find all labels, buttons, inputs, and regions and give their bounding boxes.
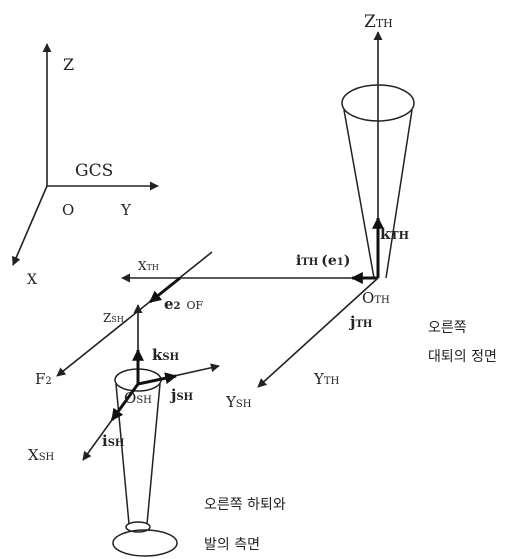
gcs-z-label: Z <box>63 55 74 74</box>
shank-x-label: XSH <box>28 446 55 464</box>
thigh-caption-line-2: 대퇴의 정면 <box>428 349 497 365</box>
gcs-x-axis <box>12 185 48 266</box>
thigh-y-label: YTH <box>313 370 340 388</box>
floating-axis-e2-vector <box>149 276 181 304</box>
shank-origin-label: OSH <box>124 389 152 407</box>
gcs-x-label: X <box>27 272 37 288</box>
gcs-y-label: Y <box>120 201 132 219</box>
shank-i-label: iSH <box>102 432 124 450</box>
thigh-i-label: iTH(e1) <box>296 253 350 269</box>
thigh-y-axis <box>257 277 379 388</box>
shank-i-vector <box>110 383 140 421</box>
shank-z-label: ZSH <box>103 311 124 325</box>
thigh-x-label: XTH <box>138 259 159 273</box>
thigh-origin-label: OTH <box>362 289 390 307</box>
thigh-z-label: ZTH <box>364 12 393 32</box>
thigh-frame: ZTH kTH iTH(e1) OTH jTH YTH XTH 오른쪽 대퇴의 … <box>121 12 497 388</box>
thigh-caption-line-1: 오른쪽 <box>428 320 467 336</box>
f2-label: F2 <box>35 370 52 388</box>
thigh-k-label: kTH <box>380 225 409 243</box>
shank-caption-line-2: 발의 측면 <box>204 537 260 553</box>
shank-j-label: jSH <box>169 386 193 404</box>
gcs-origin-label: O <box>62 201 74 219</box>
gcs-name-label: GCS <box>75 161 113 181</box>
shank-caption-line-1: 오른쪽 하퇴와 <box>204 497 286 513</box>
shank-j-vector <box>137 372 178 386</box>
shank-y-label: YSH <box>225 393 252 411</box>
floating-axis-e2 <box>56 251 213 377</box>
thigh-j-label: jTH <box>348 313 372 331</box>
global-coordinate-system: Z GCS O Y X <box>12 43 159 288</box>
shank-k-label: kSH <box>152 346 179 364</box>
